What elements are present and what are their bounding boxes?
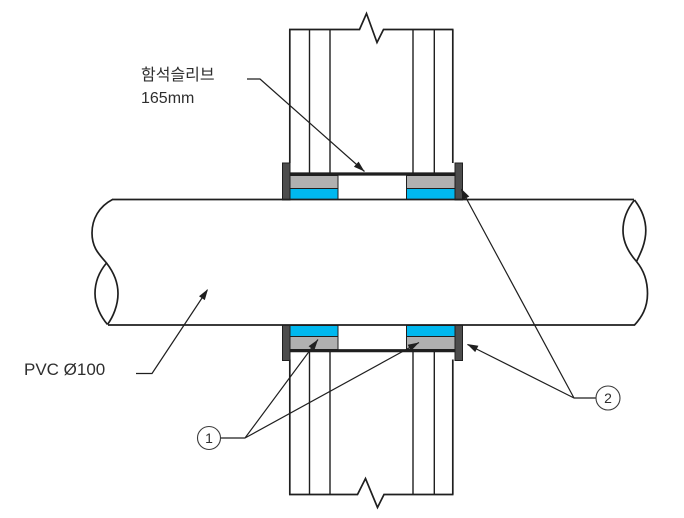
sleeve-label-line1: 함석슬리브 — [141, 67, 215, 84]
wall-outer-face-lines-upper — [288, 29, 454, 163]
wall-top-edge-break-line — [289, 11, 454, 45]
sealant-top-right — [406, 188, 456, 200]
sleeve-flange-top-right — [454, 162, 463, 201]
callout-2-arrowhead-bottom — [467, 344, 479, 353]
annotations: 1 2 — [136, 78, 621, 451]
callout-2-leader-lines — [460, 189, 596, 399]
wall-bottom-edge-break-line — [289, 476, 454, 510]
callout-2-arrowhead-top — [461, 188, 470, 200]
sealant-top-left — [289, 188, 339, 200]
sleeve-flange-bottom-right — [454, 324, 463, 361]
wall-outer-face-lines-lower — [288, 359, 454, 495]
sleeve-flange-top-left — [282, 162, 291, 201]
pipe-break-symbol-right — [622, 199, 649, 326]
pipe-break-symbol-left — [91, 198, 119, 326]
sleeve-assembly — [282, 162, 463, 361]
callout-1-circle — [196, 425, 222, 451]
sleeve-flange-bottom-left — [282, 324, 291, 361]
wall-inner-layer-lines-lower — [308, 352, 435, 495]
pipe — [91, 198, 649, 326]
filler-top-left — [289, 175, 339, 189]
pipe-label: PVC Ø100 — [24, 360, 106, 379]
callout-1-arrowhead-left — [308, 339, 318, 351]
wall — [288, 11, 454, 510]
pipe-label-leader-line — [136, 289, 208, 375]
pipe-label-arrowhead — [199, 289, 208, 301]
callout-1-number: 1 — [205, 430, 213, 446]
sealant-bottom-left — [289, 325, 339, 337]
callout-1-arrowhead-right — [407, 342, 419, 351]
sleeve-label-arrowhead — [353, 161, 365, 172]
callout-2-number: 2 — [604, 390, 612, 406]
sleeve-label-line2: 165mm — [141, 90, 195, 107]
wall-inner-layer-lines-upper — [308, 29, 435, 173]
sleeve-label-leader-line — [247, 78, 365, 172]
callout-2-circle — [595, 385, 621, 411]
filler-top-right — [406, 175, 456, 189]
sealant-bottom-right — [406, 325, 456, 337]
sleeve-label: 함석슬리브 165mm — [141, 64, 215, 110]
callout-1-leader-lines — [220, 339, 420, 439]
